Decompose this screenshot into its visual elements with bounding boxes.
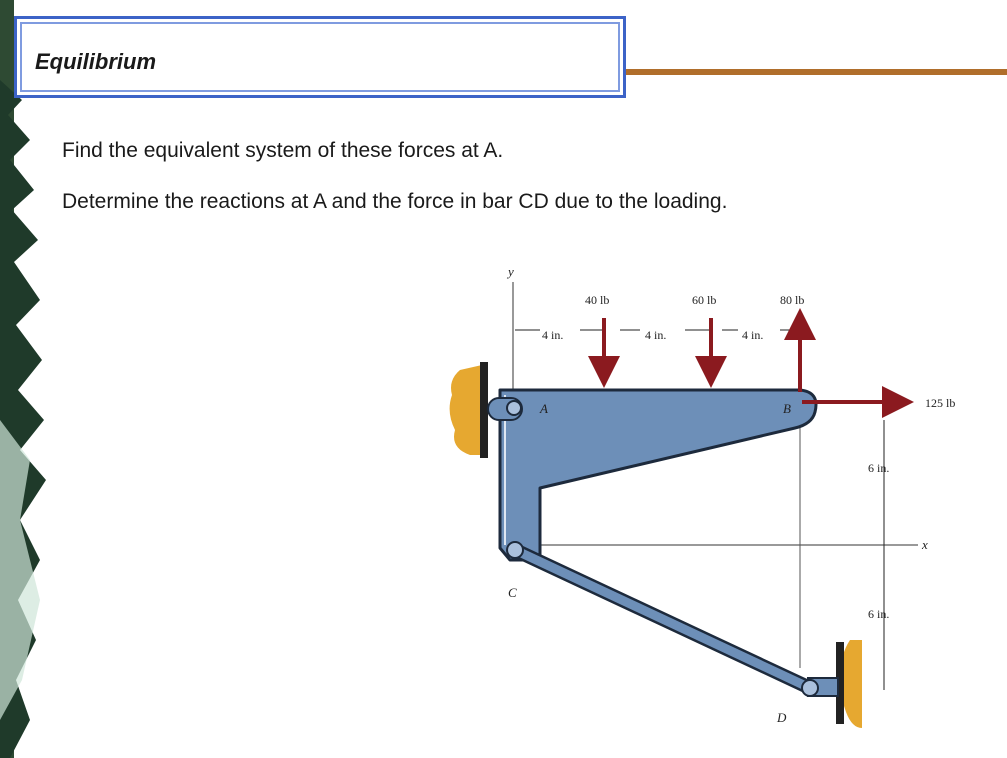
point-d-label: D bbox=[776, 710, 787, 725]
dimension-label-1: 4 in. bbox=[542, 328, 563, 342]
frame-member bbox=[498, 388, 818, 562]
support-a bbox=[449, 362, 488, 458]
support-d bbox=[836, 640, 862, 728]
dimension-label-2: 4 in. bbox=[645, 328, 666, 342]
pin-a bbox=[506, 400, 522, 416]
title-rule bbox=[626, 69, 1007, 75]
slide-title: Equilibrium bbox=[35, 49, 156, 74]
bar-cd-fill bbox=[510, 545, 815, 693]
x-axis-label: x bbox=[921, 537, 928, 552]
pin-c bbox=[506, 541, 524, 559]
y-axis-label: y bbox=[506, 264, 514, 279]
force-label-40: 40 lb bbox=[585, 293, 609, 307]
dimension-label-5: 6 in. bbox=[868, 607, 889, 621]
decorative-tree-edge bbox=[0, 0, 46, 758]
problem-statement-2: Determine the reactions at A and the for… bbox=[62, 190, 728, 213]
point-a-label: A bbox=[539, 401, 548, 416]
point-c-label: C bbox=[508, 585, 517, 600]
force-label-80: 80 lb bbox=[780, 293, 804, 307]
dimension-label-3: 4 in. bbox=[742, 328, 763, 342]
dimension-label-4: 6 in. bbox=[868, 461, 889, 475]
slide-title-box: Equilibrium bbox=[14, 16, 626, 98]
point-b-label: B bbox=[783, 401, 791, 416]
force-label-125: 125 lb bbox=[925, 396, 955, 410]
problem-statement-1: Find the equivalent system of these forc… bbox=[62, 139, 504, 162]
pin-d bbox=[801, 679, 819, 697]
force-label-60: 60 lb bbox=[692, 293, 716, 307]
